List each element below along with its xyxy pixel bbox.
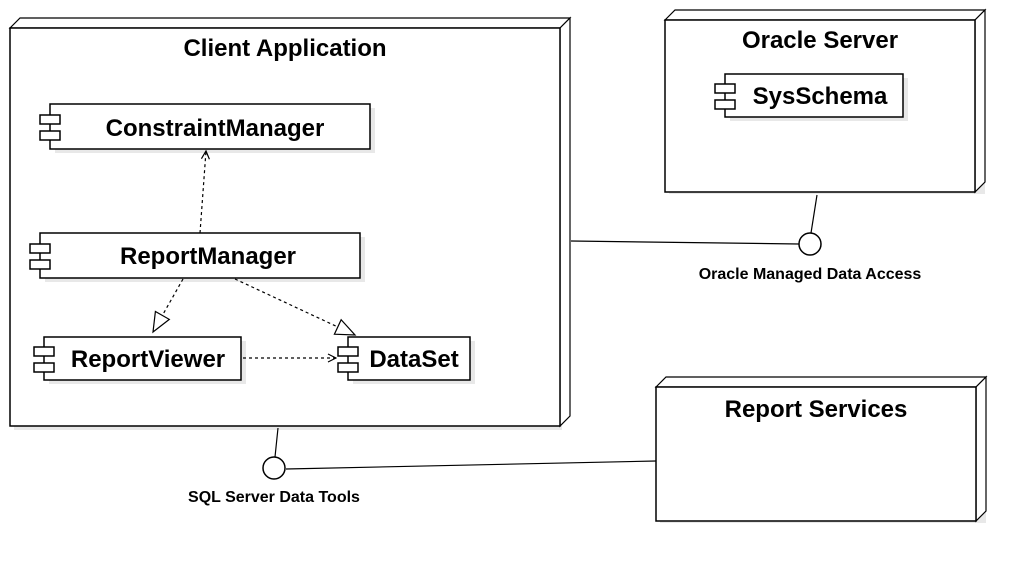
client-application-title: Client Application xyxy=(183,35,386,62)
report-viewer-label: ReportViewer xyxy=(71,346,225,373)
component-port-icon xyxy=(29,259,51,270)
component-port-icon xyxy=(337,362,359,373)
oracle-interface-label: Oracle Managed Data Access xyxy=(699,266,922,283)
constraint-manager-label: ConstraintManager xyxy=(106,115,325,142)
sql-interface-label: SQL Server Data Tools xyxy=(188,489,360,506)
component-port-icon xyxy=(33,346,55,357)
component-port-icon xyxy=(39,130,61,141)
report-services-side-face xyxy=(975,375,987,523)
sql-interface-lollipop-icon[interactable] xyxy=(262,456,286,480)
component-port-icon xyxy=(337,346,359,357)
dataset-component[interactable]: DataSet xyxy=(337,336,475,384)
report-services-top-face xyxy=(654,376,988,388)
sql-interface-connector xyxy=(274,427,279,458)
oracle-node-top-face xyxy=(663,9,987,21)
constraint-manager-component[interactable]: ConstraintManager xyxy=(39,103,375,153)
report-viewer-component[interactable]: ReportViewer xyxy=(33,336,246,384)
realization-reportmanager-to-reportviewer xyxy=(152,278,184,334)
dependency-reportmanager-to-constraintmanager xyxy=(199,151,206,234)
report-services-title: Report Services xyxy=(725,396,908,423)
sys-schema-label: SysSchema xyxy=(753,83,888,110)
component-port-icon xyxy=(39,114,61,125)
sql-interface-to-report-services-line xyxy=(285,460,657,470)
client-to-oracle-interface-line xyxy=(570,240,800,245)
oracle-interface-connector xyxy=(810,194,818,234)
component-port-icon xyxy=(714,83,736,94)
oracle-interface-lollipop-icon[interactable] xyxy=(798,232,822,256)
component-port-icon xyxy=(714,99,736,110)
dataset-label: DataSet xyxy=(369,346,458,373)
component-port-icon xyxy=(29,243,51,254)
realization-reportmanager-to-dataset xyxy=(234,278,357,336)
component-port-icon xyxy=(33,362,55,373)
report-manager-component[interactable]: ReportManager xyxy=(29,232,365,282)
client-node-side-face xyxy=(559,16,571,428)
oracle-server-title: Oracle Server xyxy=(742,27,898,54)
sys-schema-component[interactable]: SysSchema xyxy=(714,73,908,121)
client-node-top-face xyxy=(8,17,572,29)
oracle-node-side-face xyxy=(974,8,986,194)
report-manager-label: ReportManager xyxy=(120,243,296,270)
report-services-node[interactable]: Report Services xyxy=(654,375,988,523)
report-services-front-face xyxy=(655,386,977,522)
